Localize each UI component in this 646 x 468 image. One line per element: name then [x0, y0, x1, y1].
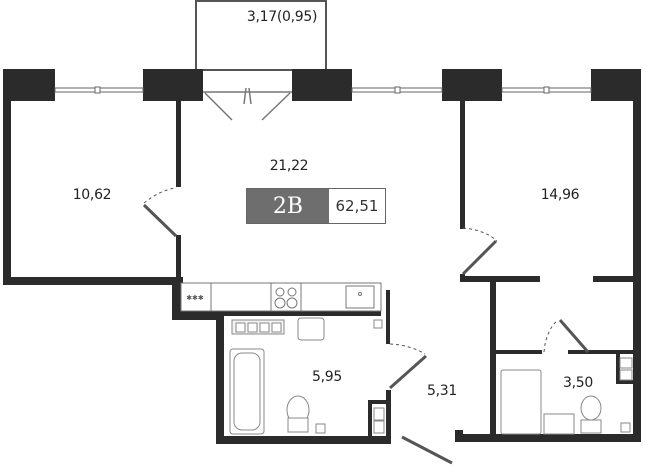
total-area: 62,51 — [329, 189, 385, 223]
room-area-hallway: 5,31 — [427, 383, 457, 399]
balcony-door — [203, 87, 292, 121]
balcony-outline — [195, 0, 327, 71]
apartment-badge: 2В 62,51 — [246, 188, 386, 224]
room-area-living-kitchen: 21,22 — [269, 158, 309, 174]
room-area-bedroom-right: 14,96 — [540, 187, 580, 203]
room-area-bedroom-left: 10,62 — [72, 187, 112, 203]
windows — [54, 86, 592, 94]
room-area-bathroom-main: 5,95 — [312, 369, 342, 385]
walls — [3, 99, 641, 444]
apartment-type: 2В — [247, 189, 329, 223]
room-area-balcony: 3,17(0,95) — [246, 9, 318, 25]
kitchen-counter — [180, 282, 382, 312]
dishwasher-icon: ✱✱✱ — [186, 294, 204, 302]
exterior-wall-piers — [3, 69, 641, 101]
bathroom-fixtures — [229, 317, 633, 435]
room-area-bathroom-small: 3,50 — [563, 375, 593, 391]
doors — [142, 187, 590, 465]
